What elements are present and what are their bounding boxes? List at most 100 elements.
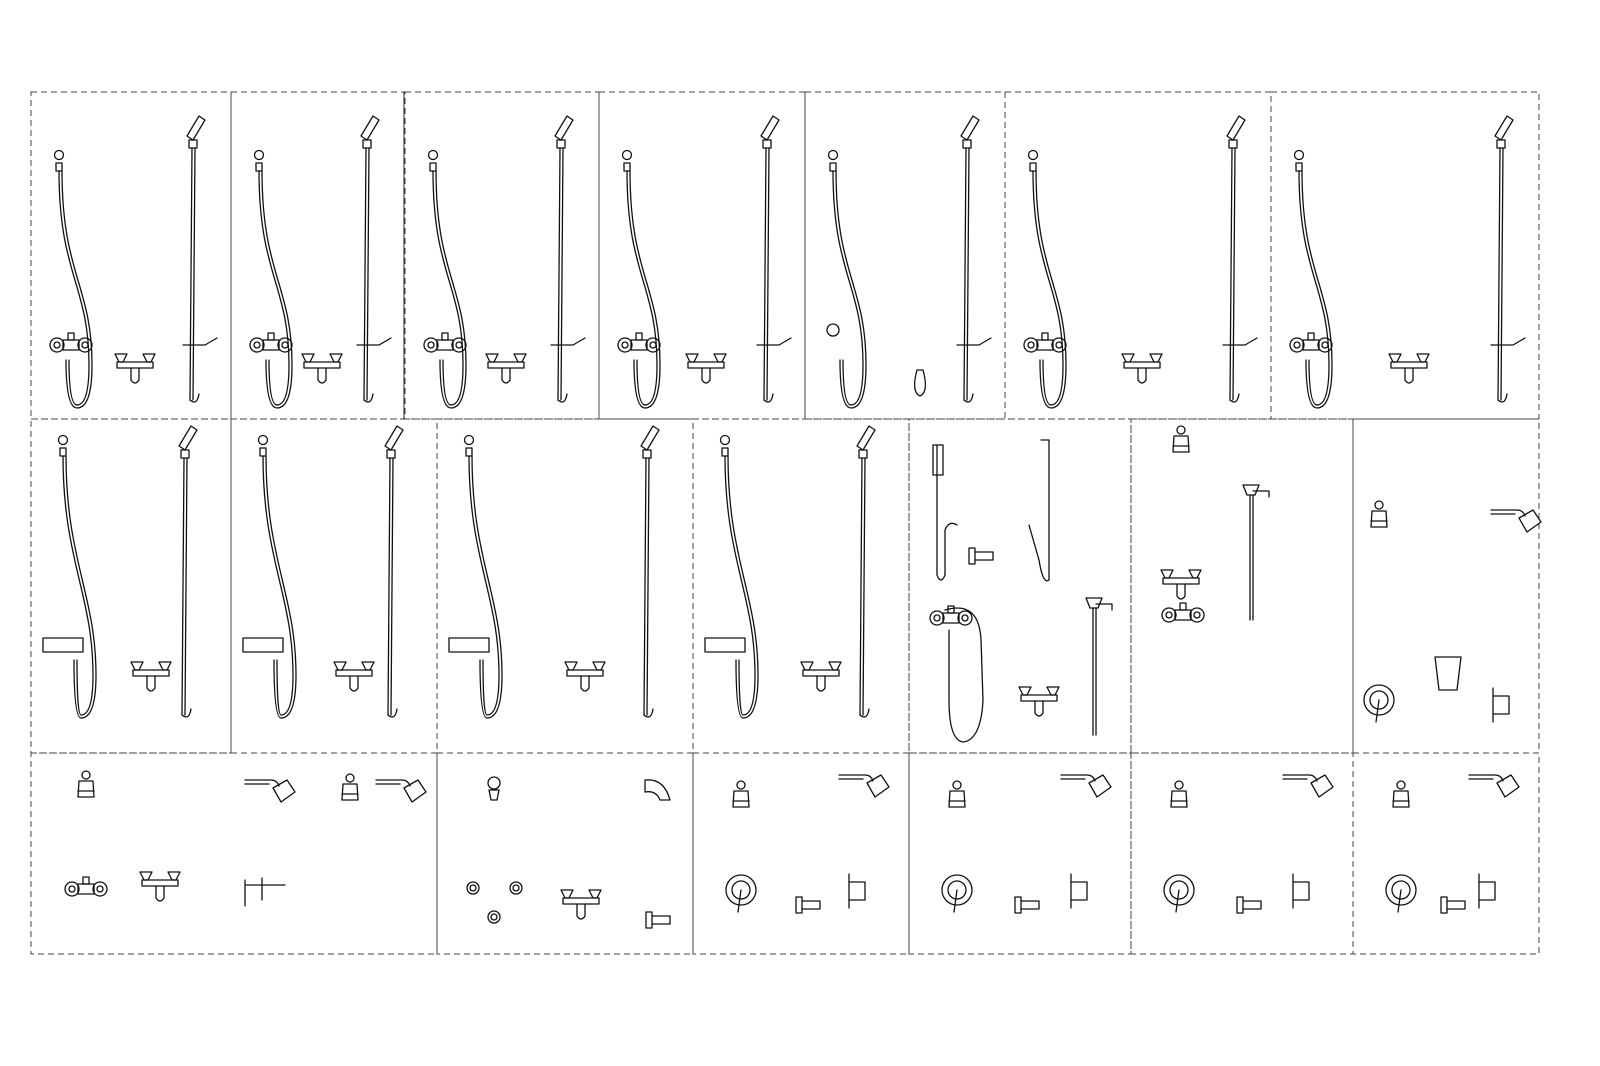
wall-spout-icon	[1236, 896, 1262, 914]
wall-mixer-icon	[249, 332, 293, 353]
cell-r2-c6	[1130, 418, 1354, 754]
wall-spout-icon	[795, 896, 821, 914]
concealed-valve-icon	[725, 874, 757, 913]
bidet-spray-icon	[936, 444, 958, 581]
arm-head-icon	[375, 779, 427, 803]
slide-bar-shower-icon	[53, 149, 93, 409]
slide-bar-shower-icon	[640, 425, 660, 718]
bar-mixer-icon	[704, 637, 746, 653]
fixed-head-icon	[1170, 780, 1188, 808]
wall-mixer-icon	[423, 332, 467, 353]
riser-rail-icon	[1085, 597, 1113, 736]
deck-mixer-icon	[139, 871, 181, 902]
cell-r3-c3	[692, 752, 910, 955]
cell-r2-c5	[908, 418, 1132, 754]
wall-mixer-icon	[929, 605, 973, 626]
handle-lever-icon	[1490, 337, 1526, 346]
fixed-head-icon	[341, 773, 359, 801]
fixed-head-icon	[487, 776, 501, 790]
cell-r1-c1	[30, 91, 232, 420]
arm-head-icon	[244, 779, 296, 803]
slide-bar-shower-icon	[1293, 149, 1333, 409]
deck-mixer-icon	[1160, 569, 1202, 600]
concealed-valve-icon	[1385, 874, 1417, 913]
grid-frames	[30, 91, 1540, 955]
cell-r3-c6	[1352, 752, 1540, 955]
slide-bar-shower-icon	[1226, 115, 1246, 403]
deck-mixer-icon	[800, 661, 842, 692]
deck-mixer-icon	[333, 661, 375, 692]
bath-set-icon	[944, 607, 984, 743]
valve-knob-icon	[509, 881, 523, 895]
arm-head-icon	[838, 774, 890, 798]
deck-mixer-icon	[1388, 353, 1430, 384]
wall-mixer-icon	[64, 876, 108, 897]
arm-head-icon	[1060, 774, 1112, 798]
fixed-head-icon	[77, 770, 95, 798]
slide-bar-shower-icon	[186, 115, 206, 403]
bar-mixer-icon	[448, 637, 490, 653]
deck-mixer-icon	[301, 353, 343, 384]
slide-bar-shower-icon	[1027, 149, 1067, 409]
side-valve-icon	[1478, 873, 1496, 909]
wall-mixer-icon	[1023, 332, 1067, 353]
slide-bar-shower-icon	[856, 425, 876, 718]
slide-bar-shower-icon	[384, 425, 404, 718]
deck-mixer-icon	[564, 661, 606, 692]
fixed-head-icon	[488, 789, 500, 801]
deck-mixer-icon	[1121, 353, 1163, 384]
slide-bar-shower-icon	[427, 149, 467, 409]
deck-mixer-icon	[130, 661, 172, 692]
wall-spout-icon	[1434, 656, 1462, 691]
vase-spout-icon	[913, 369, 927, 397]
concealed-valve-icon	[1363, 684, 1395, 723]
riser-rail-icon	[1242, 484, 1270, 621]
wall-spout-icon	[1014, 896, 1040, 914]
arm-head-icon	[1468, 774, 1520, 798]
slide-bar-shower-icon	[960, 115, 980, 403]
slide-bar-shower-icon	[463, 434, 503, 719]
slide-bar-shower-icon	[827, 149, 867, 409]
handle-lever-icon	[756, 337, 792, 346]
cell-r3-c2	[436, 752, 694, 955]
deck-mixer-icon	[485, 353, 527, 384]
bidet-spray-icon	[932, 444, 944, 476]
handle-lever-icon	[182, 337, 218, 346]
side-valve-icon	[1070, 873, 1088, 909]
slide-bar-shower-icon	[719, 434, 759, 719]
cell-r2-c2	[230, 418, 438, 754]
cell-r3-c4	[908, 752, 1132, 955]
cell-r1-c5	[804, 91, 1006, 420]
arm-head-icon	[1490, 509, 1542, 533]
fixed-head-icon	[948, 780, 966, 808]
bar-mixer-icon	[42, 637, 84, 653]
slide-bar-shower-icon	[554, 115, 574, 403]
deck-mixer-icon	[114, 353, 156, 384]
side-valve-icon	[1492, 687, 1510, 723]
fixed-head-icon	[1370, 500, 1388, 528]
slide-bar-shower-icon	[57, 434, 97, 719]
side-valve-icon	[848, 873, 866, 909]
wall-mixer-icon	[1289, 332, 1333, 353]
wall-spout-icon	[1440, 896, 1466, 914]
cell-r2-c7	[1352, 418, 1540, 754]
cell-r1-c6	[1004, 91, 1272, 420]
wall-mixer-icon	[49, 332, 93, 353]
wall-spout-icon	[968, 547, 994, 565]
slide-bar-shower-icon	[178, 425, 198, 718]
slide-bar-shower-icon	[253, 149, 293, 409]
cell-r3-c5	[1130, 752, 1354, 955]
cell-r2-c3	[436, 418, 694, 754]
handle-lever-icon	[356, 337, 392, 346]
handle-lever-icon	[1222, 337, 1258, 346]
cell-r1-c7	[1270, 91, 1540, 420]
fixed-head-icon	[732, 780, 750, 808]
bar-mixer-icon	[242, 637, 284, 653]
valve-knob-icon	[466, 881, 480, 895]
fixed-head-icon	[1172, 425, 1190, 453]
angle-valve-icon	[244, 877, 286, 907]
bidet-spray-icon	[1028, 439, 1050, 582]
wall-outlet-icon	[826, 323, 840, 337]
arm-head-icon	[644, 779, 671, 801]
